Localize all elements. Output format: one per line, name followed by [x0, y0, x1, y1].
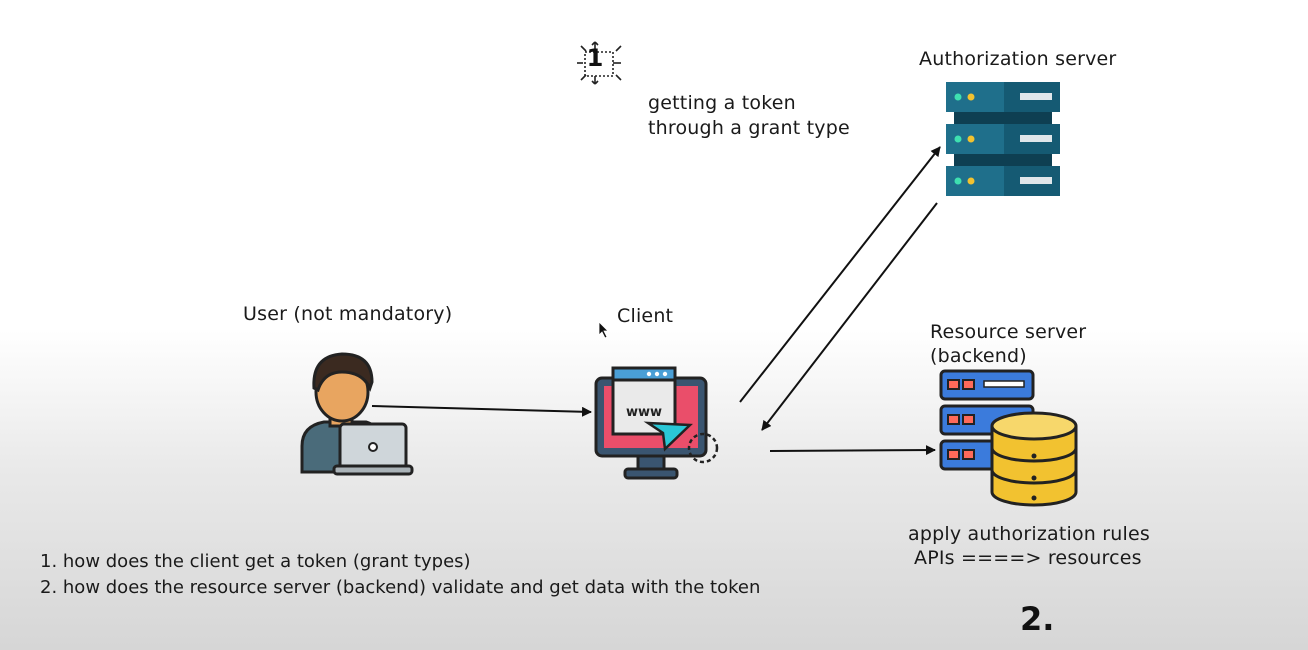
- arrow-client-to-auth: [739, 146, 941, 403]
- step-marker-label: 1: [586, 44, 604, 72]
- question-item: 1. how does the client get a token (gran…: [40, 551, 471, 572]
- resource-note-line2: APIs ====> resources: [914, 547, 1142, 569]
- resource-server-label-line1: Resource server: [930, 321, 1087, 343]
- step-marker: 1: [575, 38, 627, 88]
- step-note-line1: getting a token: [648, 92, 796, 114]
- questions-list: 1. how does the client get a token (gran…: [40, 549, 760, 601]
- step-2-label: 2.: [1020, 600, 1055, 638]
- user-label: User (not mandatory): [243, 303, 453, 325]
- question-item: 2. how does the resource server (backend…: [40, 577, 761, 598]
- arrow-auth-to-client: [761, 202, 938, 431]
- resource-note-line1: apply authorization rules: [908, 523, 1150, 545]
- selection-handles-icon: [577, 41, 622, 85]
- arrow-user-to-client: [371, 405, 592, 417]
- mouse-cursor-icon: [598, 321, 610, 339]
- auth-server-icon: [944, 80, 1062, 200]
- client-label: Client: [617, 305, 674, 327]
- arrow-client-to-resource: [769, 445, 936, 456]
- auth-server-label: Authorization server: [919, 48, 1117, 70]
- user-icon: [296, 342, 414, 476]
- client-monitor-icon: www: [593, 365, 723, 485]
- resource-server-icon: [938, 368, 1080, 508]
- step-note-line2: through a grant type: [648, 117, 850, 139]
- browser-www-text: www: [626, 405, 662, 420]
- resource-server-label-line2: (backend): [930, 345, 1027, 367]
